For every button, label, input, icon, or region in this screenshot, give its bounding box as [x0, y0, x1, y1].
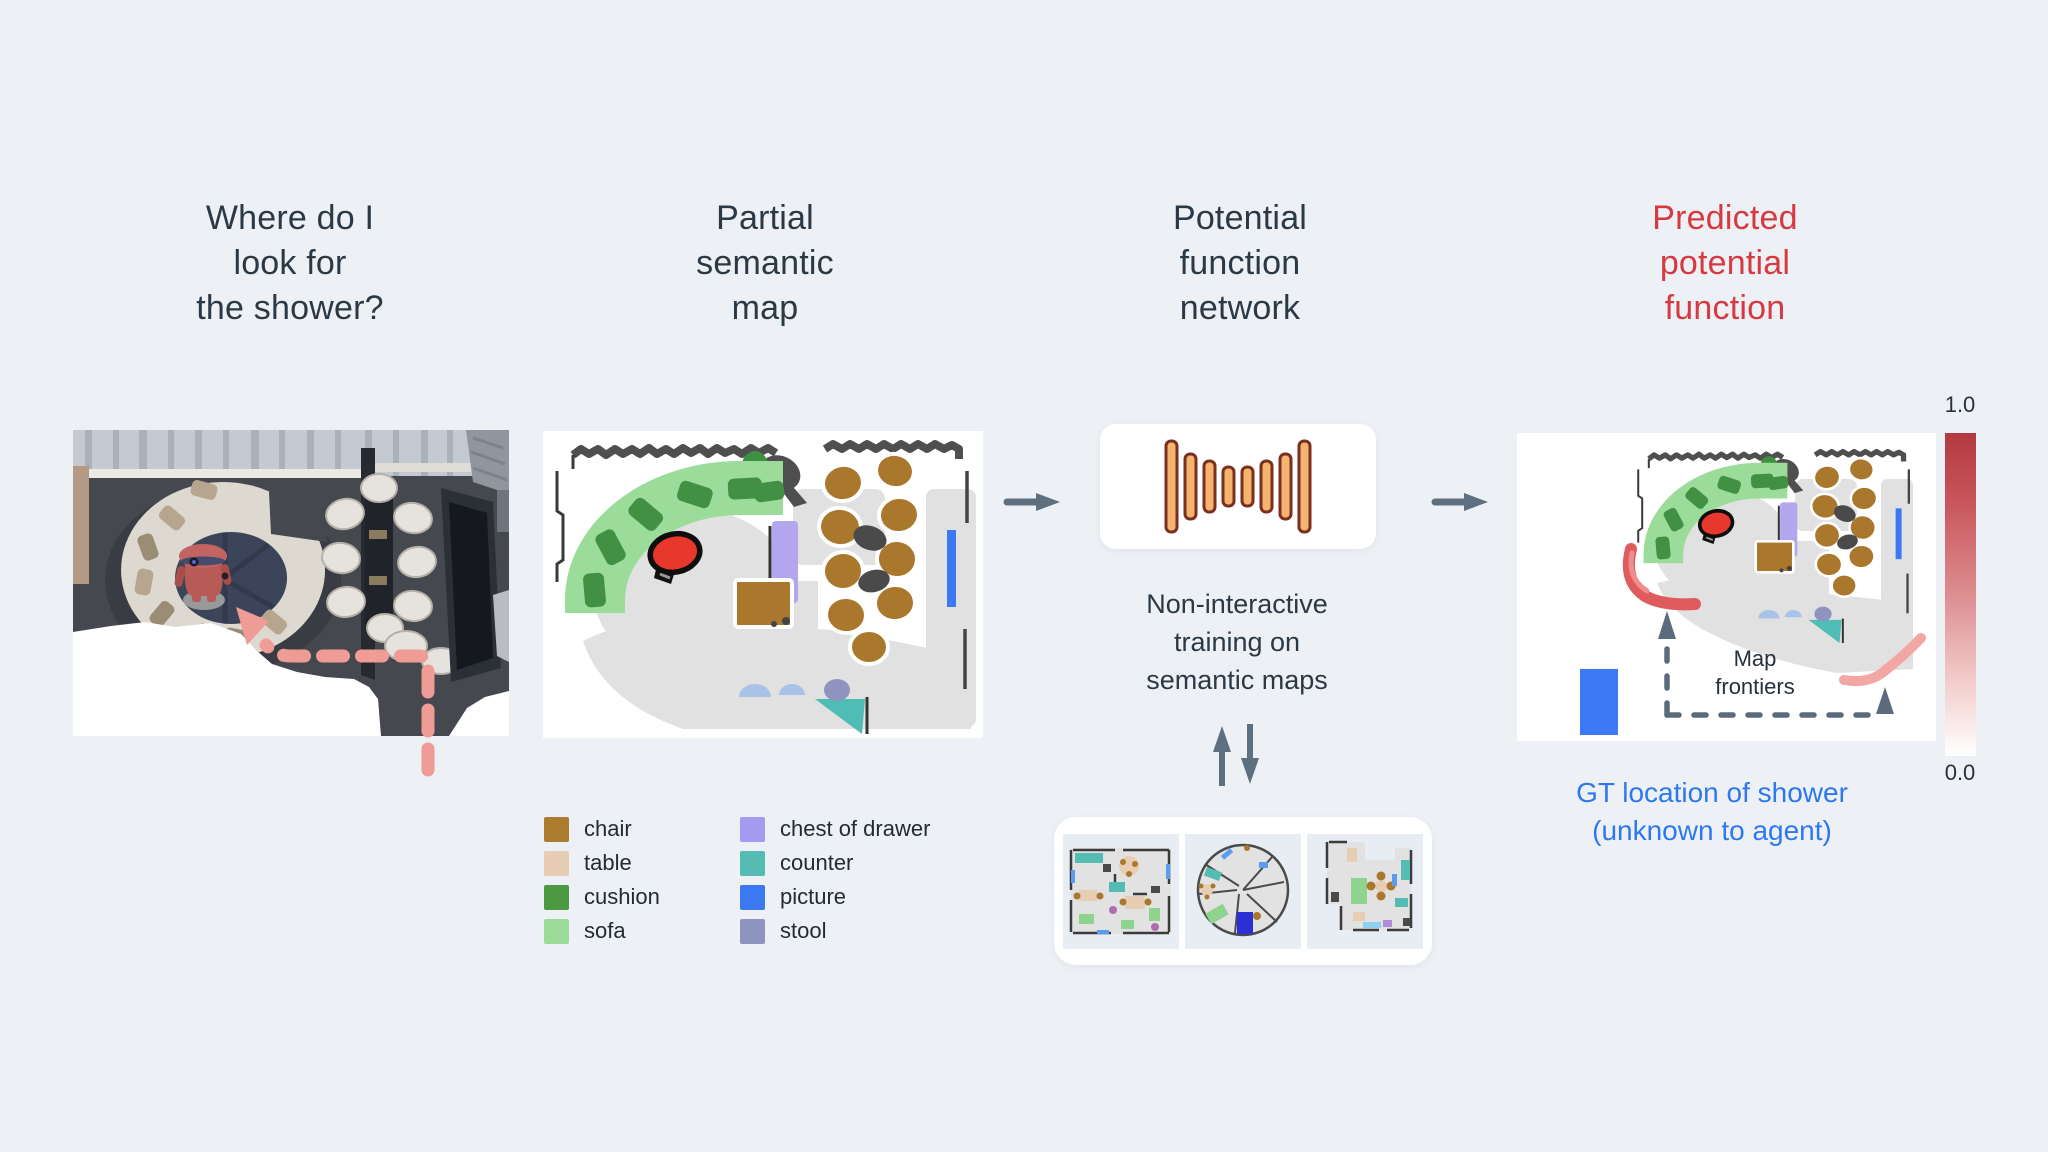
legend-item-picture: picture	[740, 880, 936, 914]
beam	[73, 469, 373, 478]
step-title-prediction: Predicted potential function	[1652, 199, 1798, 327]
legend-label: cushion	[584, 884, 660, 909]
frontier-pointers	[1658, 611, 1894, 718]
training-maps-card	[1054, 817, 1432, 965]
legend-item-counter: counter	[740, 846, 936, 880]
gt-caption: GT location of shower (unknown to agent)	[1576, 777, 1848, 846]
arrow-head-icon	[1036, 493, 1060, 511]
legend-item-chair: chair	[544, 812, 740, 846]
legend-label: sofa	[584, 918, 626, 943]
legend-item-stool: stool	[740, 914, 936, 948]
legend-label: picture	[780, 884, 847, 909]
legend-label: stool	[780, 918, 827, 943]
legend-swatch-icon	[544, 918, 569, 944]
partial-semantic-map	[543, 431, 983, 738]
legend-label: counter	[780, 850, 854, 875]
training-map-thumb-2	[1185, 833, 1301, 949]
legend-swatch-icon	[740, 884, 765, 910]
gt-shower-rect	[1580, 669, 1618, 735]
step-title-query: Where do I look for the shower?	[196, 199, 384, 327]
exploration-path	[236, 607, 435, 777]
arrow-head-icon	[1464, 493, 1488, 511]
legend-item-sofa: sofa	[544, 914, 740, 948]
legend-swatch-icon	[544, 816, 569, 842]
map-frontiers-label: Map frontiers	[1715, 646, 1795, 699]
legend-swatch-icon	[740, 816, 765, 842]
flow-arrow-1	[1003, 493, 1060, 511]
semantic-legend: chair table cushion sofa chest of drawer coun…	[544, 812, 1004, 950]
legend-item-chest-of-drawer: chest of drawer	[740, 812, 936, 846]
predicted-potential-map	[1517, 433, 1936, 741]
dining-set	[321, 473, 461, 675]
legend-swatch-icon	[544, 850, 569, 876]
legend-swatch-icon	[740, 918, 765, 944]
arrow-head-icon	[1658, 611, 1676, 639]
step-title-partial-map: Partial semantic map	[696, 199, 834, 327]
arrow-head-icon	[1876, 687, 1894, 714]
train-exchange-arrows	[1213, 724, 1259, 786]
legend-label: table	[584, 850, 632, 875]
potential-function-network-card	[1100, 424, 1376, 549]
unexplored-cutout	[73, 622, 381, 736]
legend-item-cushion: cushion	[544, 880, 740, 914]
network-icon	[1164, 439, 1312, 534]
legend-swatch-icon	[544, 884, 569, 910]
step-title-network: Potential function network	[1172, 199, 1308, 327]
colorbar-min-label: 0.0	[1944, 760, 1976, 785]
legend-item-table: table	[544, 846, 740, 880]
predicted-frontiers	[1622, 543, 1926, 687]
flow-arrow-2	[1431, 493, 1488, 511]
legend-swatch-icon	[740, 850, 765, 876]
query-scene-image	[73, 430, 509, 777]
network-caption: Non-interactive training on semantic map…	[1146, 589, 1328, 695]
potential-colorbar	[1945, 433, 1976, 756]
legend-label: chest of drawer	[780, 816, 931, 841]
left-wall	[73, 466, 89, 584]
robot-3d	[174, 544, 232, 610]
training-map-thumb-3	[1307, 833, 1423, 949]
colorbar-max-label: 1.0	[1944, 392, 1976, 417]
training-map-thumb-1	[1063, 833, 1179, 949]
legend-label: chair	[584, 816, 632, 841]
